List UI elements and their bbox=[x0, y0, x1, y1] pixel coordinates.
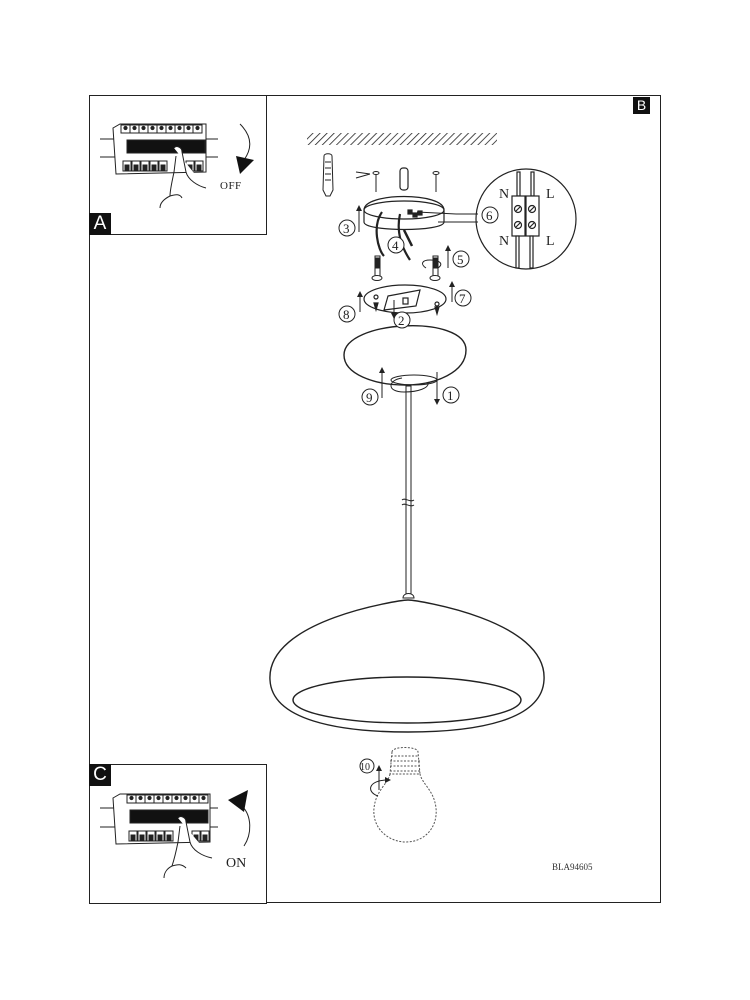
off-label: OFF bbox=[220, 180, 242, 192]
step-3-label: 3 bbox=[343, 221, 350, 236]
panel-a-tag: A bbox=[89, 213, 111, 235]
wire-label-l-top: L bbox=[546, 187, 555, 202]
step-1-label: 1 bbox=[447, 388, 454, 403]
pendant-shade bbox=[269, 599, 545, 733]
panel-b-tag: B bbox=[633, 97, 650, 114]
breaker-icon-c bbox=[100, 790, 251, 879]
mounting-plate bbox=[363, 284, 447, 317]
light-bulb-icon bbox=[373, 747, 437, 843]
step-7-label: 7 bbox=[459, 291, 466, 306]
screw-icons bbox=[355, 171, 440, 192]
panel-c-tag: C bbox=[89, 764, 111, 786]
breaker-icon-a bbox=[100, 123, 254, 209]
step-2-label: 2 bbox=[398, 313, 405, 328]
step-5-label: 5 bbox=[457, 252, 464, 267]
canopy-cover bbox=[343, 325, 467, 386]
wiring-detail-icon bbox=[416, 168, 577, 270]
step-10-label: 10 bbox=[360, 762, 370, 773]
wire-label-n-bottom: N bbox=[499, 234, 509, 249]
ceiling-canopy bbox=[363, 167, 445, 261]
suspension-cable bbox=[401, 385, 415, 599]
anchor-bolts bbox=[371, 255, 442, 281]
step-6-label: 6 bbox=[486, 208, 493, 223]
step-4-label: 4 bbox=[392, 238, 399, 253]
product-code: BLA94605 bbox=[552, 862, 593, 872]
wire-label-n-top: N bbox=[499, 187, 509, 202]
step-8-label: 8 bbox=[343, 307, 350, 322]
page-frame bbox=[89, 95, 661, 903]
wire-label-l-bottom: L bbox=[546, 234, 555, 249]
step-9-label: 9 bbox=[366, 390, 373, 405]
wall-plug-icon bbox=[322, 153, 334, 197]
ceiling-hatch bbox=[307, 133, 497, 145]
on-label: ON bbox=[226, 856, 247, 871]
